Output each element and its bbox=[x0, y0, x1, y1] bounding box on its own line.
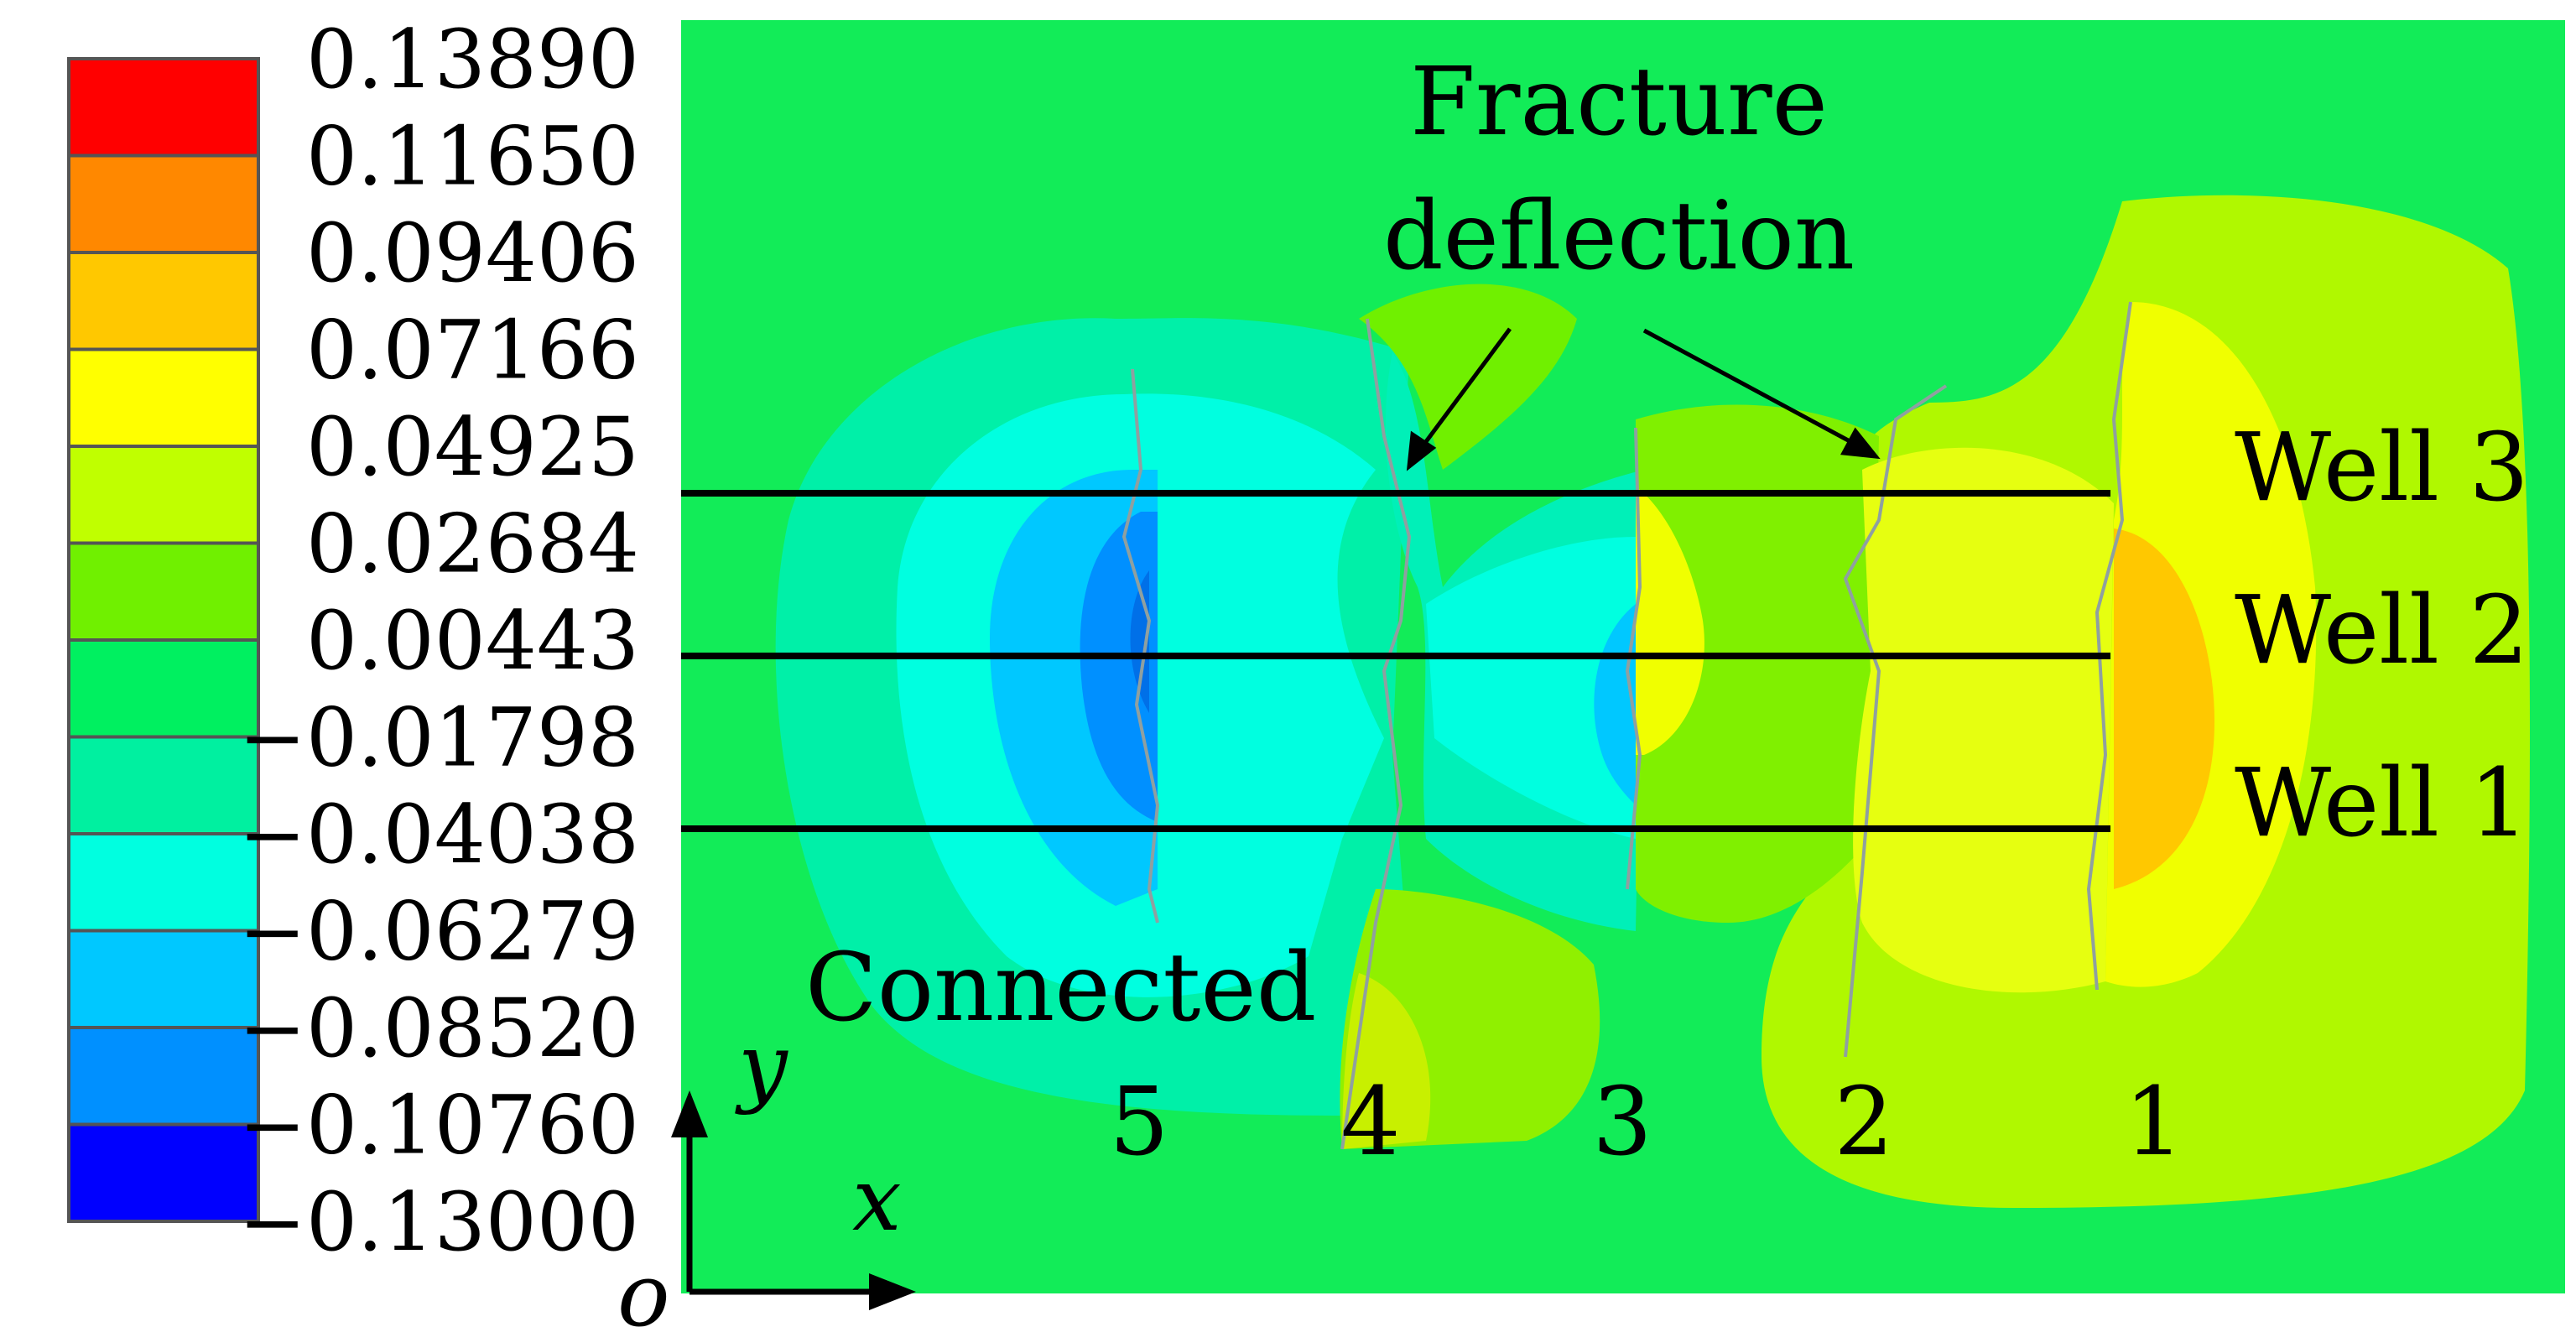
y-axis-label: y bbox=[735, 1014, 788, 1116]
legend-swatch bbox=[67, 541, 260, 642]
fracture-number-1: 1 bbox=[2124, 1068, 2183, 1177]
fracture-number-4: 4 bbox=[1340, 1068, 1400, 1177]
well-3-label: Well 3 bbox=[2235, 414, 2529, 523]
contour-green-mid bbox=[1636, 404, 1879, 924]
legend-value-label: −0.10760 bbox=[239, 1079, 639, 1173]
deflection-arrow-right bbox=[1642, 328, 1864, 450]
contour-yellowgreen-bottom bbox=[1342, 973, 1431, 1149]
well-2-label: Well 2 bbox=[2235, 576, 2529, 685]
contour-yellow-mid bbox=[1636, 487, 1704, 755]
fracture-number-3: 3 bbox=[1592, 1068, 1652, 1177]
fracture-deflection-label-line2: deflection bbox=[1383, 182, 1855, 291]
color-legend: 0.138900.116500.094060.071660.049250.026… bbox=[67, 13, 639, 1269]
fracture-number-5: 5 bbox=[1109, 1068, 1168, 1177]
legend-value-label: −0.04038 bbox=[239, 788, 639, 882]
fracture-4 bbox=[1340, 318, 1412, 1150]
legend-value-label: 0.02684 bbox=[306, 497, 639, 591]
fracture-2 bbox=[1843, 384, 1948, 1058]
legend-value-label: −0.01798 bbox=[239, 691, 639, 785]
contour-green-top4 bbox=[1359, 284, 1577, 470]
legend-swatch bbox=[67, 57, 260, 158]
contour-orange-core bbox=[2114, 528, 2214, 889]
fracture-number-2: 2 bbox=[1834, 1068, 1893, 1177]
deflection-arrowhead-right bbox=[1840, 427, 1881, 460]
legend-swatch bbox=[67, 832, 260, 933]
legend-value-label: 0.00443 bbox=[306, 594, 639, 688]
legend-swatch bbox=[67, 638, 260, 739]
legend-value-label: −0.13000 bbox=[239, 1175, 639, 1269]
contour-cyan-mid-inner bbox=[1426, 537, 1636, 839]
fracture-deflection-label-line1: Fracture bbox=[1410, 48, 1828, 157]
legend-swatch bbox=[67, 251, 260, 351]
contour-field bbox=[681, 20, 2565, 1293]
y-axis-arrowhead bbox=[671, 1090, 708, 1137]
legend-value-label: 0.07166 bbox=[306, 304, 639, 398]
legend-swatch bbox=[67, 1122, 260, 1223]
fracture-1 bbox=[2086, 301, 2132, 991]
legend-value-label: −0.08520 bbox=[239, 981, 639, 1075]
well-lines bbox=[681, 490, 2110, 832]
legend-swatch bbox=[67, 929, 260, 1029]
well-1-label: Well 1 bbox=[2235, 749, 2529, 858]
legend-value-label: 0.04925 bbox=[306, 400, 639, 494]
legend-swatch bbox=[67, 735, 260, 835]
fracture-3 bbox=[1625, 427, 1642, 890]
legend-swatches bbox=[67, 57, 260, 1223]
deflection-arrows bbox=[1406, 327, 1881, 471]
contour-yellow-right2 bbox=[1853, 447, 2114, 993]
legend-value-label: −0.06279 bbox=[239, 885, 639, 979]
annotation-text: Fracture deflection Connected Well 3 Wel… bbox=[805, 48, 2529, 1177]
connected-label: Connected bbox=[805, 934, 1316, 1043]
legend-value-label: 0.11650 bbox=[306, 110, 639, 204]
deflection-arrow-left bbox=[1415, 327, 1512, 455]
legend-value-label: 0.09406 bbox=[306, 206, 639, 300]
fracture-5 bbox=[1121, 368, 1160, 924]
legend-value-label: 0.13890 bbox=[306, 13, 639, 107]
legend-swatch bbox=[67, 154, 260, 254]
legend-swatch bbox=[67, 1026, 260, 1127]
deflection-arrowhead-left bbox=[1406, 430, 1437, 471]
coordinate-axes bbox=[671, 1090, 916, 1310]
legend-swatch bbox=[67, 445, 260, 545]
axis-labels: y x o bbox=[617, 1014, 902, 1327]
x-axis-label: x bbox=[852, 1148, 902, 1251]
origin-label: o bbox=[617, 1244, 670, 1327]
legend-swatch bbox=[67, 347, 260, 448]
fractures bbox=[1121, 301, 2132, 1150]
x-axis-arrowhead bbox=[869, 1273, 916, 1310]
legend-labels: 0.138900.116500.094060.071660.049250.026… bbox=[239, 13, 639, 1269]
